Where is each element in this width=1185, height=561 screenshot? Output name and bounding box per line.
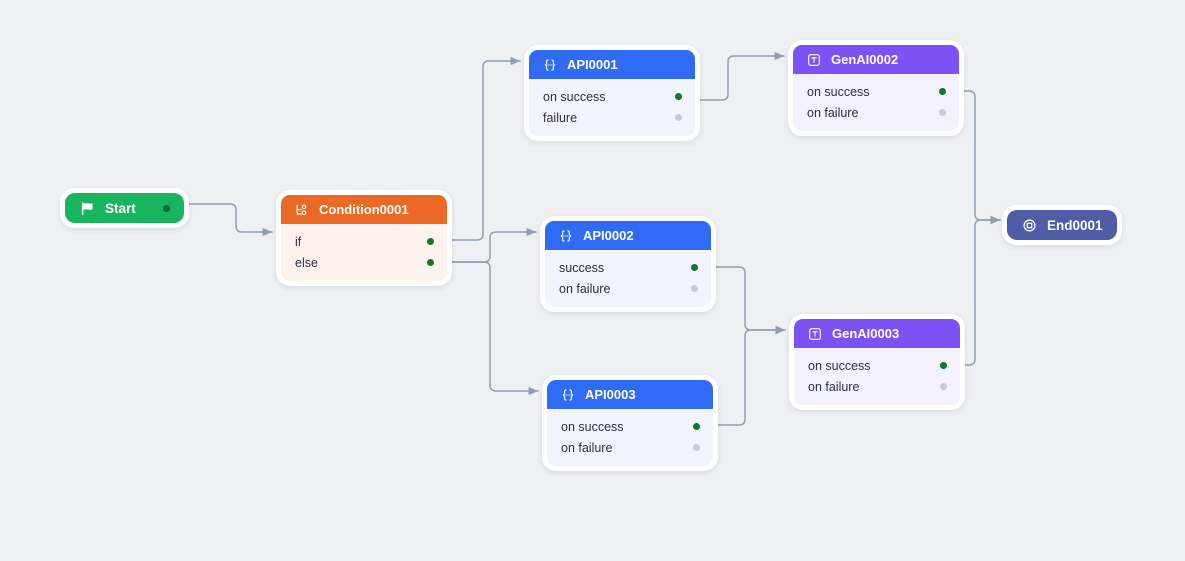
node-api0001-title: API0001: [567, 57, 618, 72]
port-row[interactable]: if: [281, 231, 447, 252]
port-row[interactable]: on success: [547, 416, 713, 437]
node-api0003-title: API0003: [585, 387, 636, 402]
edge-condition-api2: [437, 227, 537, 263]
edge-api3-genai3: [707, 325, 786, 426]
port-label: on failure: [561, 440, 613, 455]
node-api0002-title: API0002: [583, 228, 634, 243]
port-row[interactable]: else: [281, 252, 447, 273]
port-label: on failure: [807, 105, 859, 120]
node-condition0001[interactable]: Condition0001 if else: [276, 190, 452, 286]
port-label: if: [295, 234, 302, 249]
port-row[interactable]: success: [545, 257, 711, 278]
port-dot[interactable]: [691, 264, 698, 271]
port-row[interactable]: on failure: [793, 102, 959, 123]
port-dot[interactable]: [691, 285, 698, 292]
port-label: on success: [543, 89, 606, 104]
port-label: else: [295, 255, 318, 270]
port-label: on success: [807, 84, 870, 99]
port-row[interactable]: on failure: [794, 376, 960, 397]
port-label: on success: [808, 358, 871, 373]
node-api0001-body: on success failure: [529, 79, 695, 136]
braces-icon: [557, 227, 574, 244]
node-condition0001-body: if else: [281, 224, 447, 281]
port-label: on success: [561, 419, 624, 434]
node-start-label: Start: [105, 200, 136, 216]
port-row[interactable]: failure: [529, 107, 695, 128]
node-api0002-body: success on failure: [545, 250, 711, 307]
node-api0003-header[interactable]: API0003: [547, 380, 713, 409]
node-api0001[interactable]: API0001 on success failure: [524, 45, 700, 141]
port-row[interactable]: on failure: [547, 437, 713, 458]
braces-icon: [541, 56, 558, 73]
port-dot[interactable]: [427, 238, 434, 245]
text-box-icon: [806, 325, 823, 342]
node-api0003[interactable]: API0003 on success on failure: [542, 375, 718, 471]
port-dot[interactable]: [939, 109, 946, 116]
port-row[interactable]: on success: [794, 355, 960, 376]
edge-api1-genai2: [689, 51, 785, 101]
braces-icon: [559, 386, 576, 403]
stop-icon: [1021, 217, 1038, 234]
node-genai0003-header[interactable]: GenAI0003: [794, 319, 960, 348]
port-dot[interactable]: [940, 383, 947, 390]
start-output-port[interactable]: [162, 204, 170, 212]
text-box-icon: [805, 51, 822, 68]
node-start[interactable]: Start: [60, 188, 189, 228]
port-dot[interactable]: [675, 114, 682, 121]
port-label: success: [559, 260, 605, 275]
edge-genai3-end: [954, 215, 1001, 366]
port-label: on failure: [808, 379, 860, 394]
node-genai0003-title: GenAI0003: [832, 326, 900, 341]
node-genai0003[interactable]: GenAI0003 on success on failure: [789, 314, 965, 410]
port-dot[interactable]: [675, 93, 682, 100]
port-dot[interactable]: [427, 259, 434, 266]
node-api0001-header[interactable]: API0001: [529, 50, 695, 79]
node-end0001[interactable]: End0001: [1002, 205, 1122, 245]
node-genai0002-header[interactable]: GenAI0002: [793, 45, 959, 74]
branch-icon: [293, 201, 310, 218]
node-api0002-header[interactable]: API0002: [545, 221, 711, 250]
node-genai0003-body: on success on failure: [794, 348, 960, 405]
node-genai0002-title: GenAI0002: [831, 52, 899, 67]
node-api0002[interactable]: API0002 success on failure: [540, 216, 716, 312]
port-label: failure: [543, 110, 578, 125]
node-genai0002[interactable]: GenAI0002 on success on failure: [788, 40, 964, 136]
port-label: on failure: [559, 281, 611, 296]
node-condition0001-header[interactable]: Condition0001: [281, 195, 447, 224]
edge-condition-api3: [437, 261, 539, 396]
port-dot[interactable]: [940, 362, 947, 369]
edge-start-condition: [179, 203, 273, 237]
port-row[interactable]: on failure: [545, 278, 711, 299]
port-dot[interactable]: [693, 423, 700, 430]
node-condition0001-title: Condition0001: [319, 202, 409, 217]
port-dot[interactable]: [693, 444, 700, 451]
edge-condition-api1: [437, 56, 521, 241]
edge-api2-genai3: [705, 266, 786, 335]
port-row[interactable]: on success: [529, 86, 695, 107]
node-genai0002-body: on success on failure: [793, 74, 959, 131]
port-dot[interactable]: [939, 88, 946, 95]
flag-icon: [79, 200, 96, 217]
port-row[interactable]: on success: [793, 81, 959, 102]
node-end0001-label: End0001: [1047, 217, 1103, 233]
node-api0003-body: on success on failure: [547, 409, 713, 466]
